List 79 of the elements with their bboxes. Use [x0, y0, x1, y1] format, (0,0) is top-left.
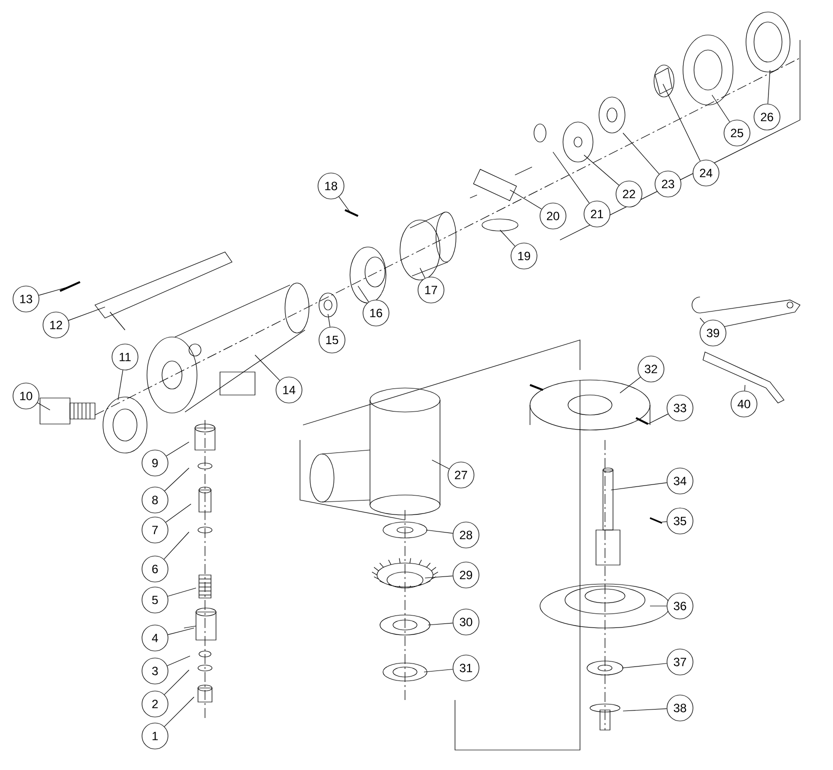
callout-number: 36 — [666, 592, 694, 620]
callout-number: 14 — [276, 376, 302, 404]
callout-number: 24 — [692, 160, 720, 186]
callout-number: 39 — [700, 320, 726, 346]
leader-line — [38, 286, 68, 296]
leader-line — [358, 286, 369, 302]
callout-number: 19 — [510, 242, 538, 270]
leader-line — [68, 306, 106, 321]
callout-number: 17 — [418, 276, 444, 304]
callout-number: 5 — [142, 586, 168, 614]
callout-number: 27 — [448, 462, 474, 488]
leader-line — [166, 656, 190, 666]
callout-number: 21 — [584, 200, 610, 228]
leader-line — [420, 268, 426, 278]
callout-number: 33 — [666, 394, 694, 422]
callout-number: 34 — [666, 468, 694, 494]
leader-line — [165, 504, 192, 522]
callout-number: 28 — [452, 522, 480, 548]
leader-line — [428, 622, 454, 626]
leader-line — [118, 370, 124, 400]
leader-line — [164, 468, 190, 492]
callout-number: 7 — [142, 516, 168, 544]
leader-line — [610, 482, 668, 490]
callout-number: 38 — [666, 694, 694, 722]
callout-number: 18 — [318, 172, 344, 200]
leader-line — [700, 318, 705, 324]
callout-number: 12 — [42, 312, 70, 338]
leader-line — [164, 532, 190, 560]
callout-number: 2 — [142, 690, 168, 718]
leader-line — [338, 196, 350, 212]
leader-line — [584, 154, 620, 186]
callout-number: 11 — [112, 344, 138, 370]
callout-number: 25 — [724, 120, 750, 146]
leader-line — [768, 70, 770, 104]
callout-number: 20 — [540, 202, 566, 230]
leader-line — [424, 668, 454, 672]
callout-number: 26 — [754, 104, 780, 130]
callout-number: 35 — [666, 508, 694, 534]
callout-number: 3 — [142, 658, 168, 684]
leader-line — [164, 696, 194, 727]
callout-number: 16 — [362, 300, 390, 326]
leader-line — [166, 442, 190, 456]
leader-line — [510, 190, 542, 210]
leader-line — [620, 376, 641, 394]
leader-line — [432, 460, 450, 470]
leader-line — [662, 521, 668, 522]
callout-number: 40 — [730, 390, 758, 418]
callout-number: 13 — [12, 286, 40, 312]
callout-number: 4 — [142, 624, 168, 652]
callout-number: 30 — [452, 608, 480, 636]
callout-number: 23 — [654, 170, 682, 198]
callout-number: 22 — [616, 180, 642, 208]
leader-line — [424, 576, 454, 578]
leader-line — [168, 628, 194, 635]
leader-line — [167, 588, 196, 597]
leader-line — [712, 94, 730, 122]
callout-number: 31 — [452, 654, 480, 682]
leader-line — [622, 132, 660, 174]
callout-number: 37 — [666, 648, 694, 676]
leader-line — [648, 414, 668, 424]
leader-line — [622, 663, 668, 668]
callout-number: 29 — [452, 562, 480, 588]
callout-number: 15 — [318, 326, 346, 354]
leader-line — [662, 84, 701, 162]
callout-number: 8 — [142, 486, 168, 514]
leader-line — [552, 152, 590, 204]
leader-line — [500, 230, 516, 247]
leader-line — [622, 708, 668, 712]
leader-line — [426, 530, 454, 534]
callout-number: 6 — [142, 556, 168, 582]
leader-line — [164, 670, 190, 695]
callout-number: 10 — [12, 382, 40, 410]
leader-line — [328, 314, 330, 328]
callout-number: 1 — [142, 722, 168, 750]
leader-line — [37, 402, 50, 410]
callout-number: 9 — [142, 450, 168, 476]
leader-line — [254, 354, 280, 381]
callout-number: 32 — [638, 356, 664, 382]
leader-line — [744, 384, 746, 392]
